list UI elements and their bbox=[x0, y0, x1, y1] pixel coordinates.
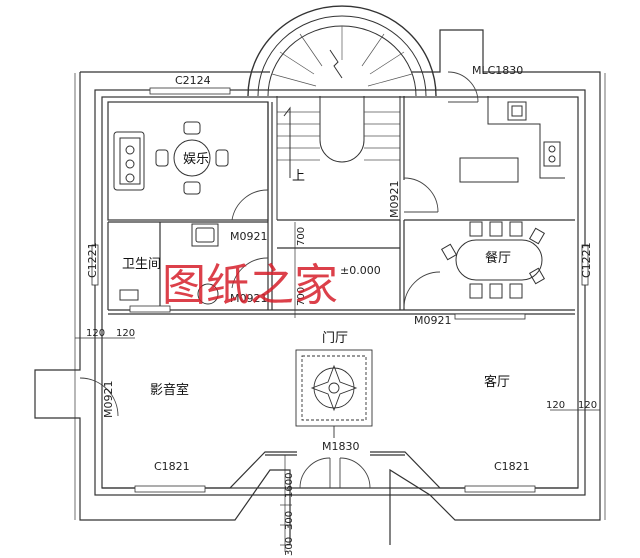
dim-stair-700b: 700 bbox=[296, 287, 307, 306]
window-tag-bottom-right: C1821 bbox=[494, 460, 530, 473]
dim-right-a: 120 bbox=[546, 400, 565, 411]
stair-tower bbox=[247, 5, 437, 220]
window-tag-top: C2124 bbox=[175, 74, 211, 87]
door-tag-bath-upper: M0921 bbox=[230, 230, 268, 243]
dim-left-a: 120 bbox=[86, 328, 105, 339]
room-label-bathroom: 卫生间 bbox=[122, 257, 161, 272]
dim-right-b: 120 bbox=[578, 400, 597, 411]
door-tag-stair-side: M0921 bbox=[388, 181, 401, 219]
basin-icon bbox=[119, 283, 219, 305]
kitchen-counter-icon bbox=[487, 96, 565, 179]
window-tag-right: C1221 bbox=[580, 242, 593, 278]
door-swings bbox=[79, 71, 479, 489]
room-label-living: 客厅 bbox=[484, 374, 510, 390]
stove-icon bbox=[543, 141, 561, 167]
door-tag-main: M1830 bbox=[322, 440, 360, 453]
stair-up-label: 上 bbox=[292, 169, 305, 184]
dim-porch-1600: 1600 bbox=[284, 473, 295, 498]
mahjong-table-icon bbox=[155, 121, 229, 195]
door-tag-theater: M0921 bbox=[102, 381, 115, 419]
dim-porch-300b: 300 bbox=[284, 537, 295, 556]
room-label-entertainment: 娱乐 bbox=[183, 152, 209, 167]
dining-table-icon bbox=[440, 221, 546, 299]
sofa-icon bbox=[113, 131, 145, 191]
room-label-dining: 餐厅 bbox=[485, 250, 511, 266]
dim-stair-700: 700 bbox=[296, 227, 307, 246]
kitchen-island-icon bbox=[459, 157, 519, 183]
dim-porch-300a: 300 bbox=[284, 511, 295, 530]
dimension-lines bbox=[74, 73, 606, 552]
foyer-medallion-icon bbox=[295, 349, 373, 438]
window-tag-left: C1221 bbox=[86, 242, 99, 278]
door-tag-kitchen: MLC1830 bbox=[472, 64, 523, 77]
windows bbox=[91, 87, 589, 493]
window-tag-bottom-left: C1821 bbox=[154, 460, 190, 473]
level-label: ±0.000 bbox=[340, 264, 381, 277]
door-tag-bath-lower: M0921 bbox=[230, 292, 268, 305]
watermark: 图纸之家 bbox=[162, 260, 338, 311]
toilet-icon bbox=[191, 223, 219, 247]
door-tag-dining-lower: M0921 bbox=[414, 314, 452, 327]
room-label-theater: 影音室 bbox=[150, 382, 189, 398]
dim-left-b: 120 bbox=[116, 328, 135, 339]
room-label-foyer: 门厅 bbox=[322, 331, 348, 346]
